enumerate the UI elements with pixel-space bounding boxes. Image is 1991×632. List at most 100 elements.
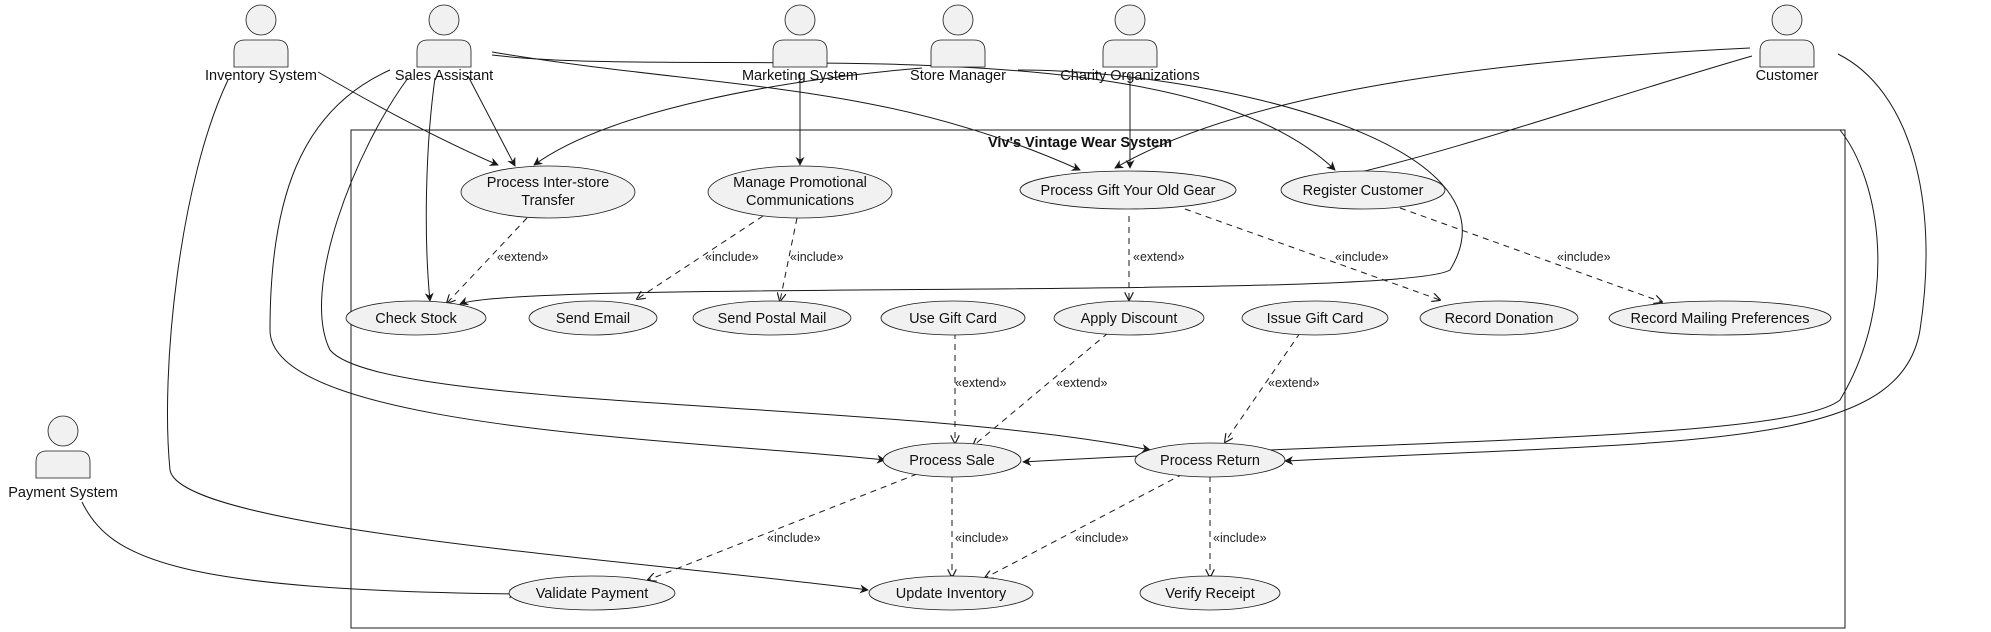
edge-manager-to-check-stock [459,69,1463,306]
edge-payment-to-validate-payment [81,501,518,599]
usecase-label: Validate Payment [536,586,649,602]
label-include-validate: «include» [767,531,821,545]
dependency-lines [447,207,1662,580]
actor-sales-assistant[interactable]: Sales Assistant [395,4,493,84]
actor-payment-system[interactable]: Payment System [8,415,118,501]
edge-customer-to-process-sale [1022,129,1879,467]
usecase-send-email[interactable]: Send Email [528,300,658,336]
stick-person-icon [35,415,91,479]
usecase-issue-gift-card[interactable]: Issue Gift Card [1241,300,1389,336]
actor-inventory-system[interactable]: Inventory System [205,4,317,84]
usecase-label: Record Donation [1445,311,1554,327]
label-include-verify: «include» [1213,531,1267,545]
usecase-process-return[interactable]: Process Return [1134,442,1286,478]
actors: Inventory System Sales Assistant Marketi… [8,4,1819,501]
edge-customer-to-gift-gear [1114,47,1751,169]
actor-label: Charity Organizations [1060,68,1199,84]
label-extend-issue-gift-card: «extend» [1268,376,1319,390]
usecase-label: Transfer [521,193,575,209]
dep-discount-extends-sale [973,332,1109,446]
edge-customer-to-register-customer [1334,55,1753,181]
usecase-manage-promotional-communications[interactable]: Manage Promotional Communications [707,165,893,219]
usecase-register-customer[interactable]: Register Customer [1280,170,1446,210]
actor-store-manager[interactable]: Store Manager [910,4,1006,84]
label-extend-apply-discount: «extend» [1056,376,1107,390]
usecase-label: Apply Discount [1081,311,1178,327]
usecase-label: Issue Gift Card [1267,311,1364,327]
label-include-email: «include» [705,250,759,264]
usecase-update-inventory[interactable]: Update Inventory [868,575,1034,611]
actor-charity-organizations[interactable]: Charity Organizations [1060,4,1200,84]
system-boundary [350,129,1846,629]
dep-gift-gear-includes-donation [1184,208,1440,300]
actor-marketing-system[interactable]: Marketing System [742,4,858,84]
usecase-use-gift-card[interactable]: Use Gift Card [880,300,1026,336]
label-extend-gift-card: «extend» [955,376,1006,390]
actor-customer[interactable]: Customer [1756,4,1819,84]
stick-person-icon [1759,4,1815,68]
usecase-label: Verify Receipt [1165,586,1254,602]
dep-register-includes-mailing-prefs [1399,207,1662,302]
edge-sales-to-transfer [467,75,516,167]
usecase-process-sale[interactable]: Process Sale [882,442,1022,478]
stick-person-icon [1102,4,1158,68]
usecase-check-stock[interactable]: Check Stock [345,300,487,336]
usecase-validate-payment[interactable]: Validate Payment [508,575,676,611]
usecase-process-gift-your-old-gear[interactable]: Process Gift Your Old Gear [1019,170,1237,210]
dep-sale-includes-validate-payment [648,473,918,580]
dep-promotional-includes-send-email [637,215,764,299]
usecase-label: Manage Promotional [733,175,867,191]
usecase-label: Process Inter-store [487,175,610,191]
usecase-label: Record Mailing Preferences [1631,311,1810,327]
actor-label: Sales Assistant [395,68,493,84]
usecase-label: Check Stock [375,311,457,327]
label-include-donation: «include» [1335,250,1389,264]
label-include-update-return: «include» [1075,531,1129,545]
stick-person-icon [416,4,472,68]
usecase-label: Communications [746,193,854,209]
label-include-mailing: «include» [1557,250,1611,264]
label-extend-discount: «extend» [1133,250,1184,264]
usecase-process-inter-store-transfer[interactable]: Process Inter-store Transfer [460,165,636,219]
usecase-apply-discount[interactable]: Apply Discount [1053,300,1205,336]
dep-return-includes-update-inventory [985,473,1184,578]
usecase-label: Process Sale [909,453,994,469]
usecase-send-postal-mail[interactable]: Send Postal Mail [692,300,852,336]
edge-inventory-to-update-inventory [167,79,869,594]
stick-person-icon [233,4,289,68]
edge-manager-to-transfer [533,67,923,166]
actor-label: Customer [1756,68,1819,84]
dep-check-stock-extends-transfer [447,217,528,303]
usecase-label: Update Inventory [896,586,1007,602]
edge-sales-to-check-stock [424,77,436,302]
usecase-label: Process Gift Your Old Gear [1041,183,1216,199]
system-title: Viv's Vintage Wear System [988,135,1172,151]
stick-person-icon [772,4,828,68]
edge-sales-to-process-sale [269,69,886,464]
label-include-postal: «include» [790,250,844,264]
dep-issue-gift-card-extends-return [1225,332,1301,442]
edge-customer-to-process-return [1284,53,1927,466]
edge-inventory-to-transfer [317,71,499,166]
usecase-verify-receipt[interactable]: Verify Receipt [1139,575,1281,611]
edge-sales-to-process-return [321,77,1151,453]
association-lines [81,47,1927,599]
usecase-label: Use Gift Card [909,311,997,327]
stick-person-icon [930,4,986,68]
usecase-label: Send Email [556,311,630,327]
edge-sales-to-gift-gear [491,51,1081,171]
stereotype-labels: «extend» «include» «include» «extend» «i… [497,250,1611,545]
actor-label: Store Manager [910,68,1006,84]
actor-label: Marketing System [742,68,858,84]
label-extend-transfer: «extend» [497,250,548,264]
usecase-record-donation[interactable]: Record Donation [1419,300,1579,336]
usecase-label: Send Postal Mail [718,311,827,327]
actor-label: Payment System [8,485,118,501]
dep-promotional-includes-postal-mail [780,217,798,301]
usecases: Process Inter-store Transfer Manage Prom… [345,165,1832,611]
actor-label: Inventory System [205,68,317,84]
usecase-record-mailing-preferences[interactable]: Record Mailing Preferences [1608,300,1832,336]
label-include-update-sale: «include» [955,531,1009,545]
usecase-label: Process Return [1160,453,1260,469]
